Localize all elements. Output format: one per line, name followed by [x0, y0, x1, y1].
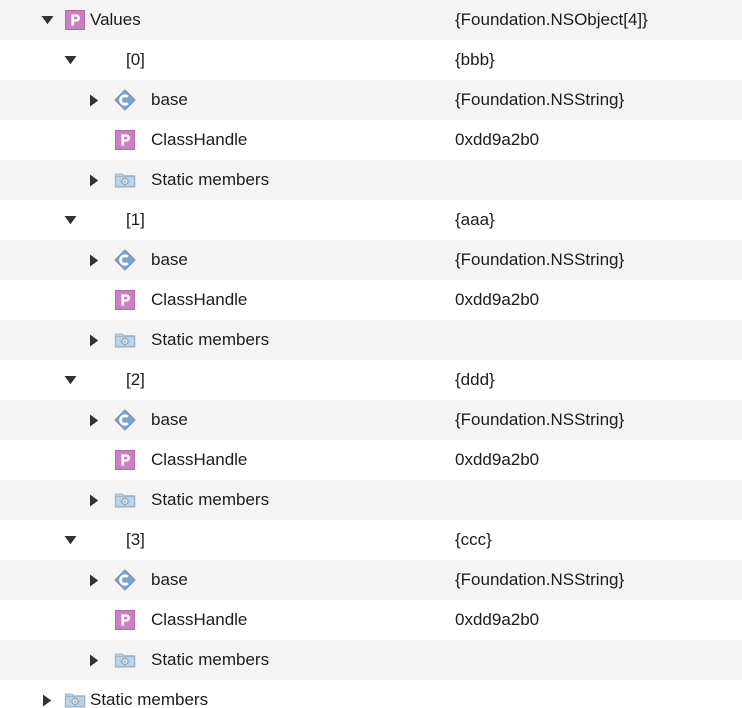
tree-row[interactable]: [0] {bbb}	[0, 40, 742, 80]
tree-row-value: 0xdd9a2b0	[455, 130, 540, 149]
chevron-down-icon[interactable]	[63, 360, 77, 400]
property-icon	[114, 120, 136, 160]
chevron-down-icon[interactable]	[63, 40, 77, 80]
tree-row-value: {Foundation.NSString}	[455, 250, 625, 269]
tree-row-value: 0xdd9a2b0	[455, 450, 540, 469]
tree-row-name: ClassHandle	[151, 290, 248, 309]
tree-row[interactable]: Static members	[0, 640, 742, 680]
chevron-right-icon[interactable]	[87, 480, 101, 520]
tree-row[interactable]: Values {Foundation.NSObject[4]}	[0, 0, 742, 40]
property-icon	[114, 440, 136, 480]
tree-row-name: base	[151, 90, 188, 109]
tree-row-name: [2]	[126, 370, 145, 389]
class-icon	[114, 400, 136, 440]
tree-row[interactable]: base {Foundation.NSString}	[0, 240, 742, 280]
chevron-down-icon[interactable]	[63, 520, 77, 560]
property-icon	[64, 0, 86, 40]
tree-row-name: ClassHandle	[151, 450, 248, 469]
tree-row[interactable]: base {Foundation.NSString}	[0, 560, 742, 600]
tree-row-name: base	[151, 570, 188, 589]
folder-gear-icon	[114, 640, 136, 680]
tree-row[interactable]: ClassHandle 0xdd9a2b0	[0, 120, 742, 160]
tree-row-value: {bbb}	[455, 50, 495, 69]
tree-row[interactable]: Static members	[0, 680, 742, 708]
chevron-right-icon[interactable]	[87, 640, 101, 680]
tree-row-name: base	[151, 250, 188, 269]
chevron-right-icon[interactable]	[87, 240, 101, 280]
folder-gear-icon	[114, 320, 136, 360]
tree-row-value: {Foundation.NSString}	[455, 90, 625, 109]
class-icon	[114, 80, 136, 120]
property-icon	[114, 280, 136, 320]
class-icon	[114, 560, 136, 600]
tree-row[interactable]: Static members	[0, 160, 742, 200]
folder-gear-icon	[64, 680, 86, 708]
tree-row[interactable]: ClassHandle 0xdd9a2b0	[0, 600, 742, 640]
chevron-right-icon[interactable]	[40, 680, 54, 708]
tree-row-value: {aaa}	[455, 210, 495, 229]
tree-row[interactable]: base {Foundation.NSString}	[0, 80, 742, 120]
tree-row-value: {ccc}	[455, 530, 492, 549]
chevron-right-icon[interactable]	[87, 400, 101, 440]
tree-row-value: {Foundation.NSString}	[455, 410, 625, 429]
tree-row-name: Static members	[151, 490, 270, 509]
tree-row[interactable]: Static members	[0, 320, 742, 360]
tree-row-value: {ddd}	[455, 370, 495, 389]
property-icon	[114, 600, 136, 640]
chevron-down-icon[interactable]	[63, 200, 77, 240]
chevron-down-icon[interactable]	[40, 0, 54, 40]
tree-row[interactable]: [2] {ddd}	[0, 360, 742, 400]
tree-row[interactable]: [1] {aaa}	[0, 200, 742, 240]
tree-row-name: [0]	[126, 50, 145, 69]
chevron-right-icon[interactable]	[87, 320, 101, 360]
tree-row[interactable]: ClassHandle 0xdd9a2b0	[0, 280, 742, 320]
tree-row-name: Static members	[90, 690, 209, 708]
tree-row[interactable]: [3] {ccc}	[0, 520, 742, 560]
tree-row-name: ClassHandle	[151, 130, 248, 149]
tree-row-value: {Foundation.NSString}	[455, 570, 625, 589]
tree-row-name: [1]	[126, 210, 145, 229]
folder-gear-icon	[114, 480, 136, 520]
tree-row-name: Static members	[151, 330, 270, 349]
folder-gear-icon	[114, 160, 136, 200]
chevron-right-icon[interactable]	[87, 80, 101, 120]
tree-row-value: 0xdd9a2b0	[455, 290, 540, 309]
tree-row[interactable]: Static members	[0, 480, 742, 520]
tree-row-name: [3]	[126, 530, 145, 549]
tree-row-name: Values	[90, 10, 141, 29]
chevron-right-icon[interactable]	[87, 560, 101, 600]
tree-row-value: 0xdd9a2b0	[455, 610, 540, 629]
tree-row[interactable]: base {Foundation.NSString}	[0, 400, 742, 440]
tree-row[interactable]: ClassHandle 0xdd9a2b0	[0, 440, 742, 480]
chevron-right-icon[interactable]	[87, 160, 101, 200]
tree-row-name: Static members	[151, 170, 270, 189]
tree-row-name: base	[151, 410, 188, 429]
tree-row-name: ClassHandle	[151, 610, 248, 629]
class-icon	[114, 240, 136, 280]
tree-row-name: Static members	[151, 650, 270, 669]
tree-row-value: {Foundation.NSObject[4]}	[455, 10, 648, 29]
